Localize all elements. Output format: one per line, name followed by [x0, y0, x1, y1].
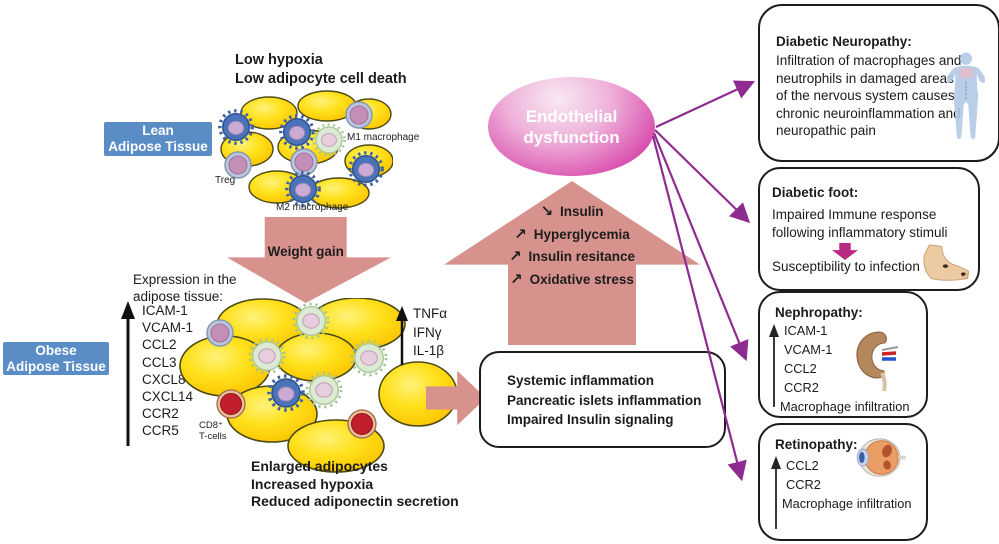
human-body-icon	[947, 52, 985, 140]
obese-caption-line2: Increased hypoxia	[251, 475, 374, 492]
metabolic-up-arrow: ↘ Insulin ↗ Hyperglycemia ↗ Insulin resi…	[444, 181, 700, 345]
nephropathy-title: Nephropathy:	[775, 305, 863, 320]
expression-item-list: ICAM-1 VCAM-1 CCL2 CCL3 CXCL8 CXCL14 CCR…	[142, 303, 193, 441]
retinopathy-box: Retinopathy: CCL2 CCR2 Macrophage infilt…	[758, 423, 928, 541]
cd8-tcell-label: CD8⁺ T-cells	[199, 420, 226, 442]
retinopathy-item: Macrophage infiltration	[782, 496, 912, 511]
cytokine-item: IL-1β	[413, 343, 445, 358]
expression-item: CCR2	[142, 406, 179, 422]
retinopathy-item: CCL2	[786, 458, 819, 473]
metabolic-factor: ↗ Hyperglycemia	[444, 224, 700, 247]
diabetic-foot-box: Diabetic foot: Impaired Immune response …	[758, 167, 980, 291]
retinopathy-title: Retinopathy:	[775, 437, 858, 452]
factor-label: Oxidative stress	[529, 271, 634, 287]
obese-caption-line1: Enlarged adipocytes	[251, 458, 388, 474]
weight-gain-arrow: Weight gain	[227, 217, 391, 303]
metabolic-factor: ↘ Insulin	[444, 201, 700, 224]
nephropathy-up-arrow-icon	[769, 324, 779, 407]
up-trend-icon: ↗	[514, 225, 527, 243]
metabolic-factor: ↗ Insulin resitance	[444, 246, 700, 269]
nephropathy-item-list: ICAM-1 VCAM-1 CCL2 CCR2 Macrophage infil…	[780, 321, 909, 416]
cytokine-up-arrow-icon	[396, 306, 408, 365]
eye-icon	[856, 438, 906, 477]
lean-label-line1: Lean	[142, 123, 174, 138]
weight-gain-label: Weight gain	[267, 244, 344, 259]
ellipse-line2: dysfunction	[523, 127, 620, 147]
expression-item: CCR5	[142, 423, 179, 439]
ellipse-line1: Endothelial	[525, 106, 618, 126]
cd8-label-line1: CD8⁺	[199, 420, 224, 431]
factor-label: Insulin	[560, 204, 604, 219]
cytokine-list: TNFα IFNγ IL-1β	[413, 305, 447, 367]
lean-caption-line1: Low hypoxia	[235, 52, 323, 68]
obese-adipose-illustration	[179, 298, 458, 473]
cd8-label-line2: T-cells	[199, 431, 227, 442]
kidney-icon	[856, 331, 899, 392]
lean-tissue-label: Lean Adipose Tissue	[104, 122, 212, 156]
nephropathy-item: VCAM-1	[784, 342, 833, 357]
expression-header-line1: Expression in the	[133, 272, 237, 287]
foot-icon	[923, 244, 970, 281]
foot-result: Susceptibility to infection	[772, 259, 920, 274]
systemic-line2: Pancreatic islets inflammation	[507, 392, 702, 408]
metabolic-factor: ↗ Oxidative stress	[444, 269, 700, 292]
up-trend-icon: ↗	[508, 248, 522, 265]
neuropathy-body: Infiltration of macrophages and neutroph…	[776, 53, 962, 139]
systemic-line1: Systemic inflammation	[507, 373, 655, 388]
lean-caption-line2: Low adipocyte cell death	[235, 71, 407, 87]
lean-label-line2: Adipose Tissue	[108, 139, 208, 154]
nephropathy-item: ICAM-1	[784, 323, 828, 338]
foot-line1: Impaired Immune response	[772, 207, 937, 222]
retinopathy-item-list: CCL2 CCR2 Macrophage infiltration	[782, 456, 911, 513]
obese-caption: Enlarged adipocytes Increased hypoxia Re…	[251, 458, 459, 511]
systemic-line3: Impaired Insulin signaling	[507, 412, 674, 427]
factor-label: Insulin resitance	[528, 249, 636, 264]
diabetic-neuropathy-box: Diabetic Neuropathy: Infiltration of mac…	[758, 4, 999, 162]
cytokine-item: IFNγ	[413, 324, 442, 340]
retinopathy-up-arrow-icon	[771, 456, 781, 529]
up-trend-icon: ↗	[510, 270, 523, 288]
expression-header-line2: adipose tissue:	[133, 289, 224, 304]
endothelial-dysfunction-ellipse: Endothelial dysfunction	[488, 77, 655, 176]
m2-macrophage-label: M2 macrophage	[276, 202, 349, 213]
obese-label-line1: Obese	[35, 342, 77, 358]
expression-header: Expression in the adipose tissue:	[133, 271, 237, 305]
neuropathy-title: Diabetic Neuropathy:	[776, 34, 912, 49]
expression-up-arrow-icon	[121, 301, 135, 446]
cytokine-item: TNFα	[413, 306, 448, 321]
nephropathy-box: Nephropathy: ICAM-1 VCAM-1 CCL2 CCR2 Mac…	[758, 291, 928, 418]
nephropathy-item: CCR2	[784, 380, 819, 395]
nephropathy-item: CCL2	[784, 361, 817, 376]
factor-label: Hyperglycemia	[533, 226, 630, 242]
obese-tissue-label: Obese Adipose Tissue	[3, 342, 109, 375]
expression-item: VCAM-1	[142, 320, 194, 336]
retinopathy-item: CCR2	[786, 477, 821, 492]
expression-item: CXCL8	[142, 371, 186, 387]
expression-item: CCL3	[142, 354, 177, 370]
obese-caption-line3: Reduced adiponectin secretion	[251, 493, 459, 509]
metabolic-factor-list: ↘ Insulin ↗ Hyperglycemia ↗ Insulin resi…	[444, 201, 700, 291]
lean-caption: Low hypoxia Low adipocyte cell death	[235, 51, 407, 89]
nephropathy-item: Macrophage infiltration	[780, 399, 910, 414]
expression-item: ICAM-1	[142, 303, 188, 318]
expression-item: CCL2	[142, 337, 177, 353]
lean-adipose-illustration	[218, 90, 393, 209]
m1-macrophage-label: M1 macrophage	[347, 132, 420, 143]
foot-down-arrow-icon	[832, 243, 858, 260]
expression-item: CXCL14	[142, 388, 194, 404]
treg-label: Treg	[215, 175, 236, 186]
obese-label-line2: Adipose Tissue	[6, 358, 106, 374]
down-trend-icon: ↘	[540, 203, 554, 220]
systemic-inflammation-box: Systemic inflammation Pancreatic islets …	[479, 351, 726, 448]
foot-title: Diabetic foot:	[772, 185, 859, 200]
cytokine-group: TNFα IFNγ IL-1β	[395, 305, 447, 367]
foot-line2: following inflammatory stimuli	[772, 225, 948, 240]
